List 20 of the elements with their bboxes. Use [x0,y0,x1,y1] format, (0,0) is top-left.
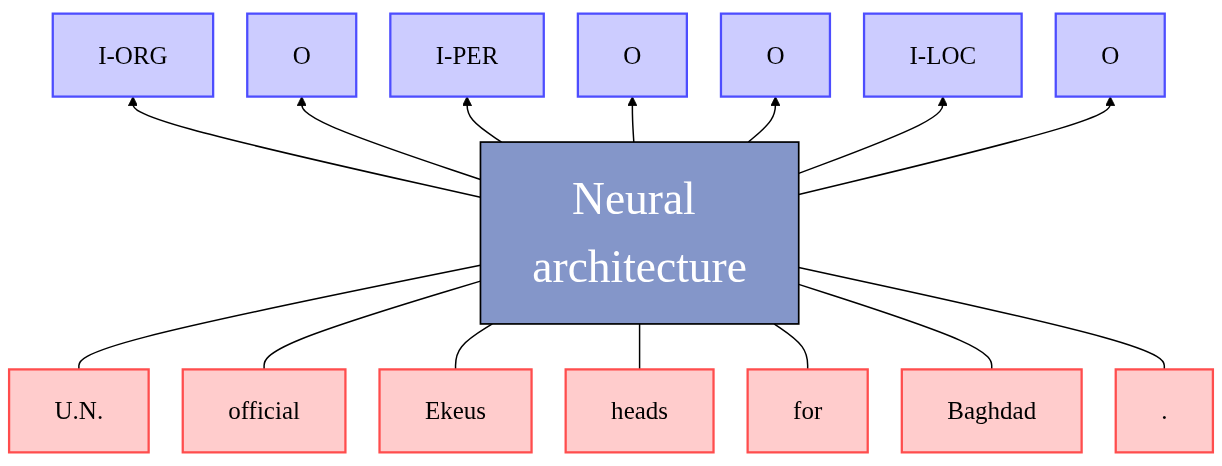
arrow [627,96,638,143]
node-box: O [576,12,688,98]
node-box: official [181,368,347,454]
node-box: Neural architecture [479,141,800,325]
node-box: O [719,12,832,98]
node-box: for [746,368,869,454]
node-box: I-LOC [862,12,1023,98]
node-box: heads [564,368,715,454]
node-box: . [1114,368,1215,454]
node-box: I-PER [389,12,545,98]
arrow [798,96,948,175]
node-box: O [1054,12,1166,98]
arrow [747,96,781,143]
arrow [462,96,503,143]
node-box: I-ORG [51,12,215,98]
arrow [798,96,1116,196]
node-box: Baghdad [900,368,1083,454]
node-box: Ekeus [378,368,533,454]
node-box: O [246,12,358,98]
node-box: U.N. [7,368,150,454]
